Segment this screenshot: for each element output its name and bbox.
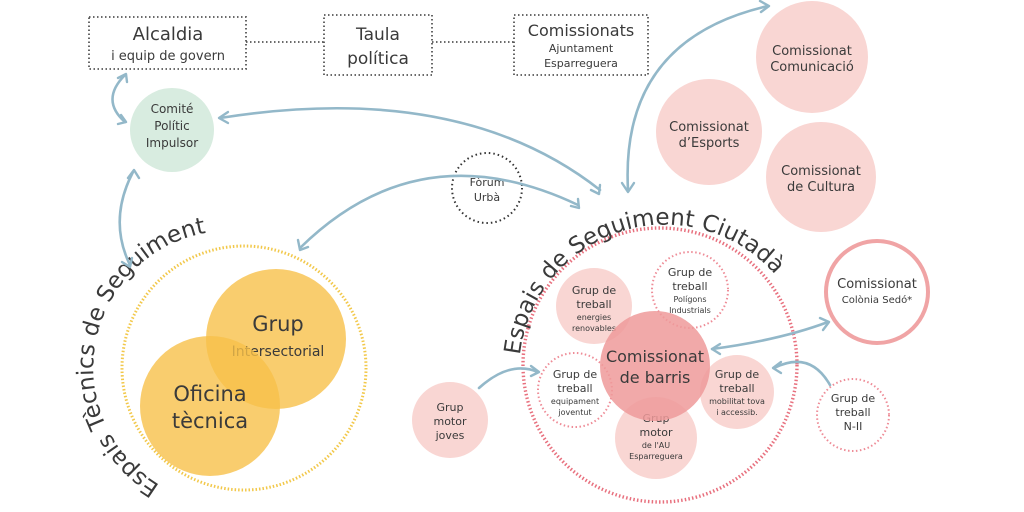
oficina-line2: tècnica — [172, 409, 248, 433]
n2-line1: Grup de — [831, 392, 875, 405]
grup-mobilitat-tova[interactable]: Grup de treball mobilitat tova i accessi… — [700, 355, 774, 429]
energies-line4: renovables — [572, 324, 616, 333]
arrow-barris-colonia — [710, 316, 831, 356]
comissionats-line3: Esparreguera — [544, 57, 618, 70]
comissionats-title: Comissionats — [528, 21, 634, 40]
arrow-n2-mobilitat — [771, 360, 832, 387]
colonia-line1: Comissionat — [837, 277, 917, 292]
comissionat-comunicacio[interactable]: Comissionat Comunicació — [756, 1, 868, 113]
mobilitat-line2: treball — [719, 382, 754, 395]
arrow-comissionats-ciutada — [620, 0, 771, 194]
barris-line1: Comissionat — [606, 347, 704, 366]
esports-line2: d’Esports — [679, 136, 740, 151]
comunicacio-line1: Comissionat — [772, 44, 852, 59]
grup-poligons-industrials[interactable]: Grup de treball Polígons Industrials — [651, 251, 729, 329]
grup-motor-au[interactable]: Grup motor de l'AU Esparreguera — [615, 397, 697, 479]
comite-line3: Impulsor — [146, 136, 198, 150]
cultura-line2: de Cultura — [787, 180, 855, 195]
tecnics-boundary — [120, 244, 368, 492]
energies-line1: Grup de — [572, 284, 616, 297]
comissionat-colonia-sedo[interactable]: Comissionat Colònia Sedó* — [824, 239, 930, 345]
equipament-line4: joventut — [557, 408, 591, 417]
comissionats-line2: Ajuntament — [549, 42, 614, 55]
forum-urba[interactable]: Fòrum Urbà — [451, 152, 523, 224]
cultura-line1: Comissionat — [781, 164, 861, 179]
motor-au-line2: motor — [639, 426, 672, 439]
colonia-line2: Colònia Sedó* — [842, 294, 912, 306]
espais-ciutada-group: Espais de Seguiment Ciutadà Grup de treb… — [500, 205, 799, 504]
ciutada-boundary — [521, 226, 799, 504]
alcaldia-subtitle: i equip de govern — [111, 49, 225, 64]
poligons-line4: Industrials — [669, 306, 711, 315]
equipament-line1: Grup de — [553, 368, 597, 381]
joves-line3: joves — [435, 429, 465, 442]
grup-motor-joves[interactable]: Grup motor joves — [412, 382, 488, 458]
taula-line2: política — [347, 49, 409, 69]
joves-line2: motor — [433, 415, 466, 428]
comissionats-box[interactable]: Comissionats Ajuntament Esparreguera — [513, 14, 649, 76]
barris-line2: de barris — [620, 368, 691, 387]
poligons-line2: treball — [672, 280, 707, 293]
mobilitat-line3: mobilitat tova — [709, 397, 765, 406]
taula-politica-box[interactable]: Taula política — [323, 14, 433, 76]
poligons-line1: Grup de — [668, 266, 712, 279]
taula-line1: Taula — [355, 25, 400, 45]
equipament-line2: treball — [557, 382, 592, 395]
comite-line2: Polític — [154, 119, 189, 133]
motor-au-line3: de l'AU — [642, 441, 670, 450]
comissionat-barris[interactable]: Comissionat de barris — [600, 311, 710, 421]
alcaldia-box[interactable]: Alcaldia i equip de govern — [88, 16, 247, 70]
grup-line1: Grup — [252, 312, 304, 336]
motor-au-line4: Esparreguera — [629, 452, 683, 461]
poligons-line3: Polígons — [673, 295, 706, 304]
esports-line1: Comissionat — [669, 120, 749, 135]
arrow-comite-ciutada — [217, 106, 602, 196]
grup-treball-n2[interactable]: Grup de treball N-II — [816, 378, 890, 452]
comissionat-esports[interactable]: Comissionat d’Esports — [656, 79, 762, 185]
joves-line1: Grup — [436, 401, 463, 414]
energies-line2: treball — [576, 298, 611, 311]
mobilitat-line1: Grup de — [715, 368, 759, 381]
arrow-comite-tecnics — [118, 168, 141, 269]
comite-politic-impulsor[interactable]: Comité Polític Impulsor — [130, 88, 214, 172]
n2-line2: treball — [835, 406, 870, 419]
arrow-joves-equipament — [477, 364, 541, 390]
espais-tecnics-group: Espais Tècnics de Seguiment Grup Interse… — [73, 213, 368, 502]
comite-line1: Comité — [151, 102, 194, 116]
forum-line2: Urbà — [474, 191, 500, 204]
comunicacio-line2: Comunicació — [770, 60, 854, 75]
oficina-line1: Oficina — [173, 382, 246, 406]
grup-energies-renovables[interactable]: Grup de treball energies renovables — [556, 268, 632, 344]
equipament-line3: equipament — [551, 397, 599, 406]
n2-line3: N-II — [844, 420, 863, 433]
arrow-tecnics-ciutada — [296, 174, 581, 252]
mobilitat-line4: i accessib. — [716, 408, 758, 417]
comissionat-cultura[interactable]: Comissionat de Cultura — [766, 122, 876, 232]
arrow-alcaldia-comite — [111, 72, 129, 126]
oficina-tecnica[interactable]: Oficina tècnica — [140, 336, 280, 476]
alcaldia-title: Alcaldia — [133, 24, 204, 45]
energies-line3: energies — [577, 313, 611, 322]
